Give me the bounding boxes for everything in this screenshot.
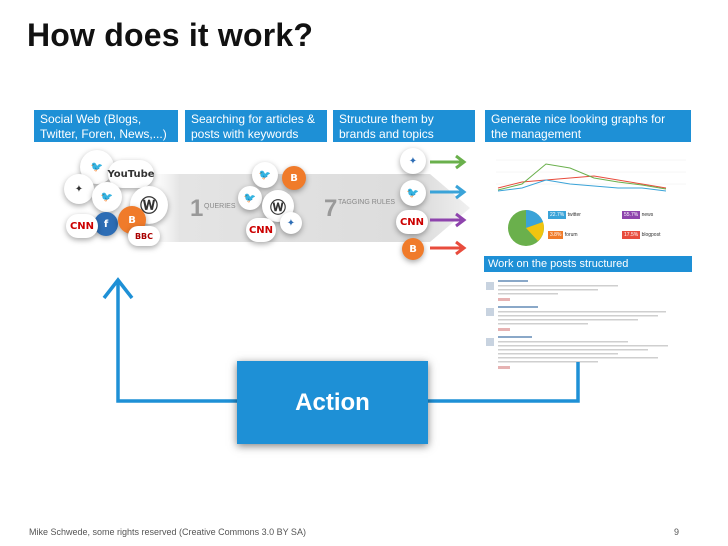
twitter-bird-icon: 🐦: [238, 186, 262, 210]
footer-credit: Mike Schwede, some rights reserved (Crea…: [29, 527, 306, 537]
stat-forum: 3.8% forum: [548, 231, 618, 244]
slide-title: How does it work?: [27, 17, 314, 53]
bbc-text: BBC: [134, 231, 154, 241]
network-icon: ✦: [64, 174, 94, 204]
queries-number: 1: [190, 195, 203, 222]
pie-chart: [508, 209, 544, 246]
rules-number: 7: [324, 195, 337, 222]
stat-name: blogpost: [641, 232, 661, 238]
bbc-logo: BBC: [128, 226, 160, 246]
process-band: 1 QUERIES 7 TAGGING RULES: [140, 174, 470, 242]
step-label-searching: Searching for articles & posts with keyw…: [185, 110, 327, 142]
posts-list: [482, 276, 672, 378]
stat-value: 3.8%: [548, 231, 564, 239]
friendfeed-icon: f: [94, 212, 118, 236]
step-label-structure: Structure them by brands and topics: [333, 110, 475, 142]
stat-value: 55.7%: [622, 211, 641, 219]
network-icon: ✦: [280, 212, 302, 234]
blogger-icon: B: [402, 238, 424, 260]
sort-arrows: [430, 154, 467, 256]
step-label-graphs: Generate nice looking graphs for the man…: [485, 110, 691, 142]
stat-value: 22.7%: [548, 211, 567, 219]
stat-news: 55.7% news: [622, 211, 692, 224]
twitter-bird-icon: 🐦: [400, 180, 426, 206]
management-graphs: [486, 150, 690, 250]
cnn-logo: CNN: [66, 214, 98, 238]
cnn-logo: CNN: [396, 210, 428, 234]
work-on-posts-label: Work on the posts structured: [484, 256, 692, 272]
stat-blogpost: 17.5% blogpost: [622, 231, 692, 244]
action-box: Action: [237, 361, 428, 444]
stat-name: twitter: [567, 212, 581, 218]
youtube-logo: YouTube: [107, 160, 155, 188]
youtube-text: YouTube: [107, 168, 155, 180]
stat-twitter: 22.7% twitter: [548, 211, 618, 224]
rules-label: TAGGING RULES: [338, 199, 395, 206]
cnn-logo: CNN: [246, 218, 276, 242]
queries-label: QUERIES: [204, 203, 236, 210]
twitter-bird-icon: 🐦: [252, 162, 278, 188]
cnn-text: CNN: [69, 220, 95, 232]
action-label: Action: [295, 388, 370, 416]
network-icon: ✦: [400, 148, 426, 174]
stat-name: forum: [564, 232, 578, 238]
stat-value: 17.5%: [622, 231, 641, 239]
twitter-bird-icon: 🐦: [92, 182, 122, 212]
step-label-social-web: Social Web (Blogs, Twitter, Foren, News,…: [34, 110, 178, 142]
blogger-icon: B: [282, 166, 306, 190]
stat-name: news: [641, 212, 654, 218]
page-number: 9: [674, 527, 680, 537]
